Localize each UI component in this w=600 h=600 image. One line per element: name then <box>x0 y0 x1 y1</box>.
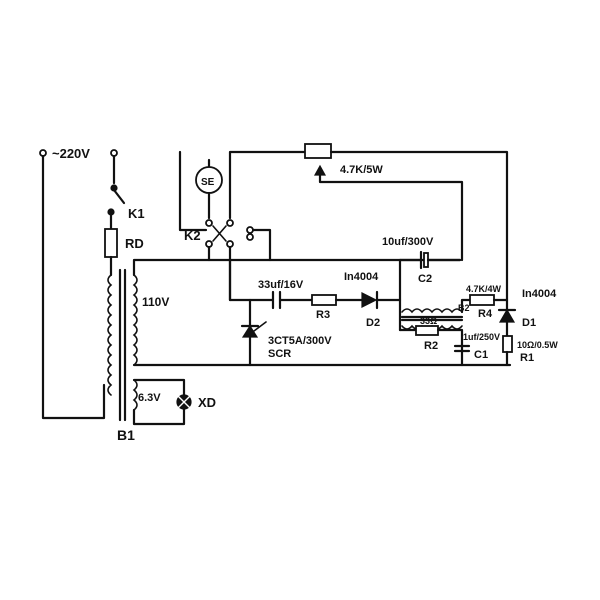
pot-value-label: 4.7K/5W <box>340 164 383 176</box>
pot-to-d1-wire <box>329 150 509 311</box>
component-labels: ~220V K1 RD 110V 6.3V XD B1 SE K2 4.7K/5… <box>52 146 558 443</box>
primary-110v-label: 110V <box>142 295 169 309</box>
d2-diode-icon <box>361 292 378 308</box>
supply-return-wire <box>41 154 106 420</box>
110v-top-bus <box>132 258 462 277</box>
b2-label: B2 <box>458 303 470 313</box>
pot-body <box>304 143 332 159</box>
c2-value-label: 10uf/300V <box>382 236 434 248</box>
k2-to-pot-wire <box>228 150 307 220</box>
k2-to-bus-wire <box>251 228 272 262</box>
r3-label: R3 <box>316 309 330 321</box>
motor-label: SE <box>201 177 215 188</box>
r1-resistor <box>502 335 513 353</box>
r4-resistor <box>469 294 495 306</box>
b1-secondary-6v3-winding <box>132 379 138 411</box>
control-section <box>398 250 517 367</box>
b2-to-r4-wire <box>460 298 472 314</box>
k2-label: K2 <box>184 228 201 243</box>
motor-section <box>178 143 509 311</box>
k1-switch-blade <box>112 188 126 205</box>
scr-icon <box>241 324 259 338</box>
c1-value-label: 1uf/250V <box>463 332 500 342</box>
r1-value-label: 10Ω/0.5W <box>517 340 558 350</box>
mains-input-section <box>39 149 512 426</box>
d2-type-label: In4004 <box>344 271 379 283</box>
rd-label: RD <box>125 236 144 251</box>
b1-secondary-110v-winding <box>132 274 138 366</box>
xd-label: XD <box>198 395 216 410</box>
k2-contact-1 <box>205 219 213 227</box>
d1-label: D1 <box>522 317 536 329</box>
k2-contact-2 <box>226 219 234 227</box>
d1-diode-icon <box>498 308 516 323</box>
r2-right-wire <box>436 328 464 367</box>
xd-lamp-filament-b <box>177 395 191 409</box>
b2-coil-winding <box>401 308 463 314</box>
b1-label: B1 <box>117 427 135 443</box>
r4-label: R4 <box>478 308 493 320</box>
secondary-6v3-label: 6.3V <box>138 392 161 404</box>
b1-primary-winding <box>107 274 113 396</box>
d2-label: D2 <box>366 317 380 329</box>
supply-label: ~220V <box>52 146 90 161</box>
r4-value-label: 4.7K/4W <box>466 284 502 294</box>
scr-label: SCR <box>268 348 291 360</box>
pot-wiper-arrow <box>313 164 327 176</box>
scr-gate-lead <box>253 321 267 332</box>
pot-wiper-wire <box>318 173 464 262</box>
d1-type-label: In4004 <box>522 288 557 300</box>
r1-label: R1 <box>520 352 534 364</box>
r2-resistor <box>415 325 439 336</box>
scr-value-label: 3CT5A/300V <box>268 335 332 347</box>
rd-fuse <box>104 228 118 258</box>
trigger-section <box>228 258 402 367</box>
k2-contact-6 <box>246 233 254 241</box>
c1-label: C1 <box>474 349 488 361</box>
motor-left-wire <box>178 150 208 232</box>
k1-label: K1 <box>128 206 145 221</box>
k2-to-cap-wire <box>228 245 274 302</box>
6v3-loop-wire <box>132 378 186 426</box>
r2-value-label: 33Ω <box>420 316 437 326</box>
r2-label: R2 <box>424 340 438 352</box>
c2-label: C2 <box>418 273 432 285</box>
k2-blade-b <box>212 225 227 242</box>
cap33-value-label: 33uf/16V <box>258 279 304 291</box>
r3-resistor <box>311 294 337 306</box>
